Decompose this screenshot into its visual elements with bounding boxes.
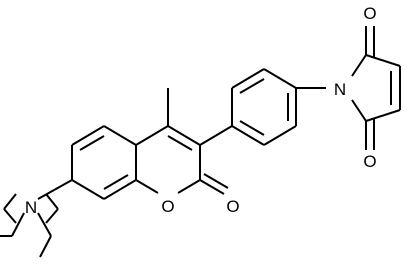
atom-labels: O N O N O O: [25, 4, 377, 217]
bond: [71, 179, 105, 200]
bond: [45, 208, 59, 224]
bond: [177, 179, 201, 194]
bond: [199, 125, 233, 146]
bond: [39, 235, 52, 258]
bond: [365, 54, 401, 67]
bond: [351, 54, 367, 77]
diethylamino-bonds: [0, 179, 73, 258]
pyranone-ring-bonds: [135, 88, 229, 195]
atom-n-maleimide: N: [334, 80, 346, 99]
bond: [71, 125, 105, 146]
bond: [37, 212, 52, 237]
bond: [3, 193, 17, 210]
benzo-ring-bonds: [71, 125, 137, 200]
bond: [351, 99, 367, 122]
bond: [11, 212, 25, 237]
bond: [239, 78, 265, 94]
atom-o-carbonyl: O: [226, 197, 239, 216]
bond: [263, 68, 297, 89]
bond: [135, 179, 159, 194]
bond: [135, 125, 169, 146]
bond: [263, 125, 297, 146]
bond: [231, 68, 265, 89]
bond: [167, 125, 201, 146]
bond: [231, 125, 265, 146]
phenyl-ring-bonds: [199, 68, 326, 146]
bond: [3, 208, 17, 224]
bond: [365, 109, 401, 122]
bond: [167, 135, 193, 151]
atom-o-maleimide-top: O: [363, 4, 376, 23]
bond: [37, 179, 73, 200]
bond: [239, 120, 265, 136]
atom-o-maleimide-bottom: O: [363, 152, 376, 171]
maleimide-ring-bonds: [351, 26, 401, 150]
bond: [45, 193, 59, 210]
atom-o-ring: O: [161, 197, 174, 216]
atom-n-amine: N: [25, 198, 37, 217]
bond: [199, 179, 225, 195]
bond: [203, 173, 229, 189]
bond: [103, 179, 137, 200]
bond: [103, 125, 137, 146]
bond: [103, 174, 129, 190]
bond: [79, 135, 105, 151]
